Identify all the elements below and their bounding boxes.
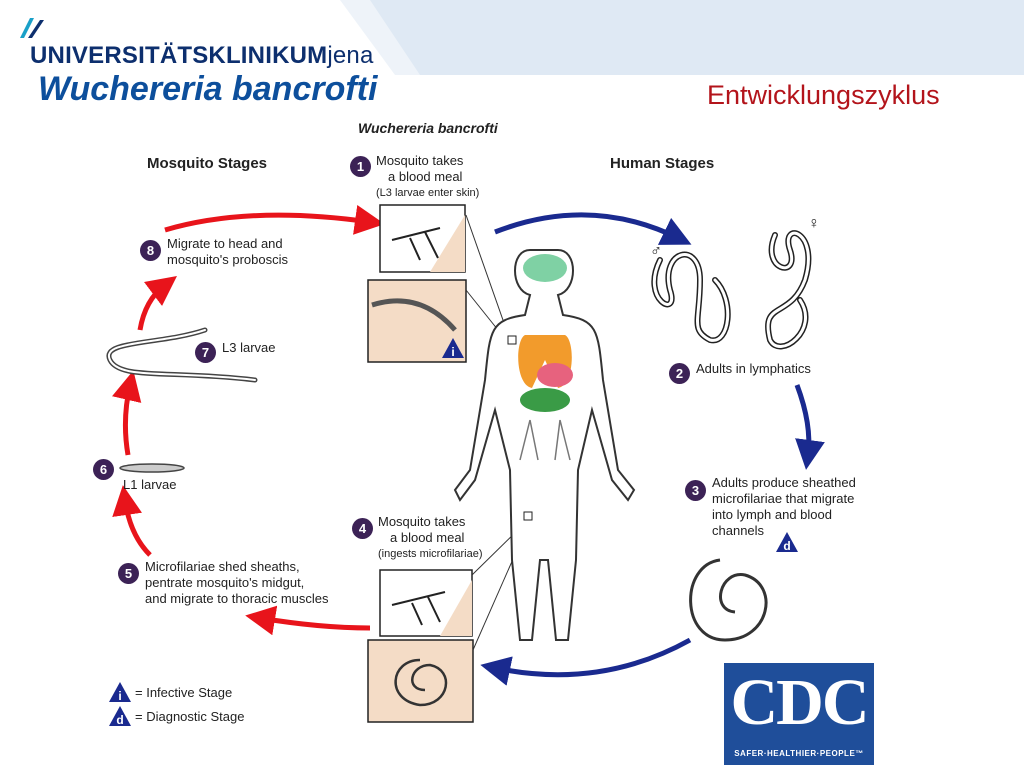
step-label-line: Adults produce sheathed: [712, 475, 856, 490]
legend-marker: d: [116, 713, 123, 727]
step-label-line: L1 larvae: [123, 477, 177, 492]
arrow-5-to-6: [112, 485, 152, 557]
step-label-line: pentrate mosquito's midgut,: [145, 575, 305, 590]
human-stages-header: Human Stages: [610, 155, 715, 172]
mosquito-stages-header: Mosquito Stages: [147, 155, 268, 172]
step-label-line: Mosquito takes: [378, 514, 466, 529]
arrow-7-to-8: [137, 275, 177, 331]
intestine-organ: [520, 388, 570, 412]
arrow-4-to-5: [245, 605, 371, 636]
step-label-line: Adults in lymphatics: [696, 361, 811, 376]
step-label-line: L3 larvae: [222, 340, 276, 355]
step-label: L1 larvae: [123, 477, 176, 493]
step-label-line: a blood meal: [390, 530, 465, 545]
step-label: Microfilariae shed sheaths, pentrate mos…: [145, 559, 329, 607]
step-label-line: a blood meal: [388, 169, 463, 184]
step-label-line: microfilariae that migrate: [712, 491, 855, 506]
step-label: Migrate to head and mosquito's proboscis: [167, 236, 288, 268]
step-label-line: Migrate to head and: [167, 236, 283, 251]
header-background: [340, 0, 1024, 75]
diagram-title: Wuchereria bancrofti: [358, 120, 498, 136]
mosquito-cycle-arrows: [112, 205, 385, 636]
lymphatic-vessels: [519, 419, 571, 461]
infective-marker-letter: i: [451, 345, 454, 359]
l1-larva: [119, 463, 185, 473]
step-note: (L3 larvae enter skin): [376, 187, 480, 199]
arrow-2-to-3: [794, 384, 825, 470]
cdc-logo-text: CDC: [730, 666, 870, 739]
step-label-line: mosquito's proboscis: [167, 252, 288, 267]
diagnostic-marker-letter: d: [783, 539, 790, 553]
infective-stage-icon: i: [109, 682, 131, 703]
step-label: Mosquito takes a blood meal (ingests mic…: [378, 514, 483, 562]
cdc-logo: CDC SAFER·HEALTHIER·PEOPLE™: [724, 663, 874, 765]
step-label-line: and migrate to thoracic muscles: [145, 591, 329, 606]
step-number: 6: [93, 459, 114, 480]
logo-mark-icon: [20, 18, 44, 38]
adult-worms-inner: [652, 231, 810, 348]
step-label-line: channels: [712, 523, 765, 538]
slide-subtitle: Entwicklungszyklus: [707, 80, 940, 110]
mosquito-feeding-panel-top: [367, 204, 467, 363]
legend-label: = Infective Stage: [135, 685, 233, 700]
brain-organ: [523, 254, 567, 282]
logo-wordmark: UNIVERSITÄTSKLINIKUMjena: [30, 42, 374, 70]
infective-stage-marker: i: [442, 338, 464, 359]
female-symbol: ♀: [808, 215, 820, 232]
step-number: 2: [669, 363, 690, 384]
step-label: Adults in lymphatics: [696, 361, 811, 377]
human-body-figure: [453, 249, 636, 641]
mosquito-feeding-panel-bottom: [367, 569, 474, 723]
step-number: 7: [195, 342, 216, 363]
arrow-1-to-2: [494, 212, 692, 245]
step-label-line: Microfilariae shed sheaths,: [145, 559, 300, 574]
logo-primary-text: UNIVERSITÄTSKLINIKUM: [30, 42, 328, 69]
slide-title: Wuchereria bancrofti: [38, 70, 378, 108]
male-symbol: ♂: [650, 243, 662, 260]
adult-worms: [651, 230, 812, 350]
arrow-3-to-4: [480, 637, 692, 686]
step-note: (ingests microfilariae): [378, 548, 483, 560]
step-label-line: Mosquito takes: [376, 153, 464, 168]
step-number: 5: [118, 563, 139, 584]
diagnostic-stage-icon: d: [109, 706, 131, 727]
logo-secondary-text: jena: [327, 42, 374, 69]
step-number: 8: [140, 240, 161, 261]
legend-marker: i: [118, 689, 121, 703]
microfilaria: [689, 558, 768, 642]
human-cycle-arrows: [480, 212, 825, 686]
step-label: L3 larvae: [222, 340, 275, 356]
step-label-line: into lymph and blood: [712, 507, 832, 522]
step-label: Mosquito takes a blood meal (L3 larvae e…: [376, 153, 479, 201]
step-number: 1: [350, 156, 371, 177]
male-worm: [651, 251, 731, 344]
legend-label: = Diagnostic Stage: [135, 709, 245, 724]
arrow-6-to-7: [112, 370, 142, 456]
arrow-8-to-1: [164, 205, 385, 235]
diagnostic-stage-marker: d: [776, 532, 798, 553]
liver-organ: [537, 363, 573, 387]
step-number: 4: [352, 518, 373, 539]
step-label: Adults produce sheathed microfilariae th…: [712, 475, 856, 539]
step-number: 3: [685, 480, 706, 501]
cdc-logo-tagline: SAFER·HEALTHIER·PEOPLE™: [734, 749, 864, 758]
